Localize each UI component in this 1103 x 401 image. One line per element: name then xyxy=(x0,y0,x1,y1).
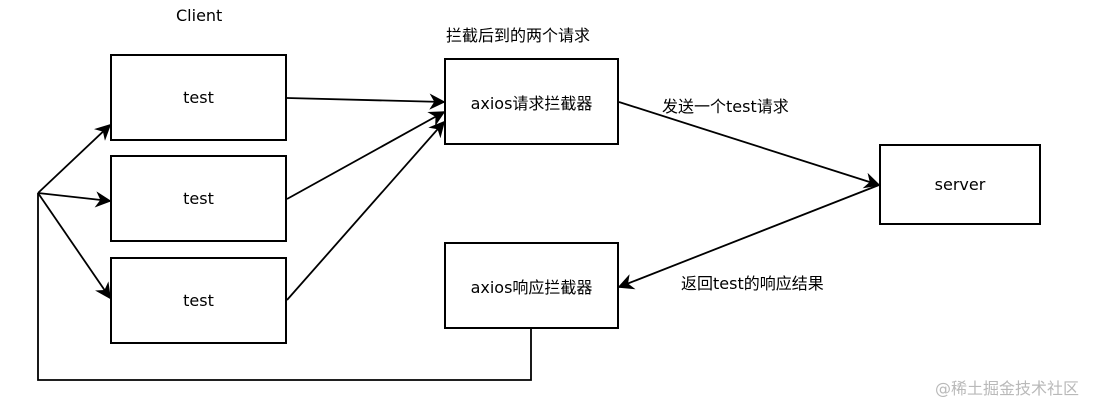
intercepted-requests-label: 拦截后到的两个请求 xyxy=(446,26,591,45)
arrow-client-1-to-request-interceptor xyxy=(286,93,446,110)
client-box-3-label: test xyxy=(183,291,214,310)
request-interceptor-box: axios请求拦截器 xyxy=(444,58,619,145)
return-response-label: 返回test的响应结果 xyxy=(681,274,824,293)
client-box-1-label: test xyxy=(183,88,214,107)
response-interceptor-label: axios响应拦截器 xyxy=(470,277,593,297)
arrow-origin-to-client-2 xyxy=(37,191,112,208)
client-box-3: test xyxy=(110,257,287,344)
client-box-1: test xyxy=(110,54,287,141)
arrow-client-3-to-request-interceptor xyxy=(286,120,446,301)
client-box-2-label: test xyxy=(183,189,214,208)
response-interceptor-box: axios响应拦截器 xyxy=(444,242,619,329)
watermark: @稀土掘金技术社区 xyxy=(935,379,1080,398)
send-request-label: 发送一个test请求 xyxy=(662,97,789,116)
request-interceptor-label: axios请求拦截器 xyxy=(470,93,593,113)
arrow-server-to-response-interceptor xyxy=(617,184,880,290)
line-response-interceptor-to-origin xyxy=(37,193,532,381)
arrow-origin-to-client-1 xyxy=(37,123,112,194)
arrow-client-2-to-request-interceptor xyxy=(286,111,446,200)
client-box-2: test xyxy=(110,155,287,242)
server-box: server xyxy=(879,144,1041,225)
server-label: server xyxy=(934,175,986,194)
client-label: Client xyxy=(176,6,223,25)
arrow-request-interceptor-to-server xyxy=(618,101,881,189)
arrow-origin-to-client-3 xyxy=(37,192,111,300)
